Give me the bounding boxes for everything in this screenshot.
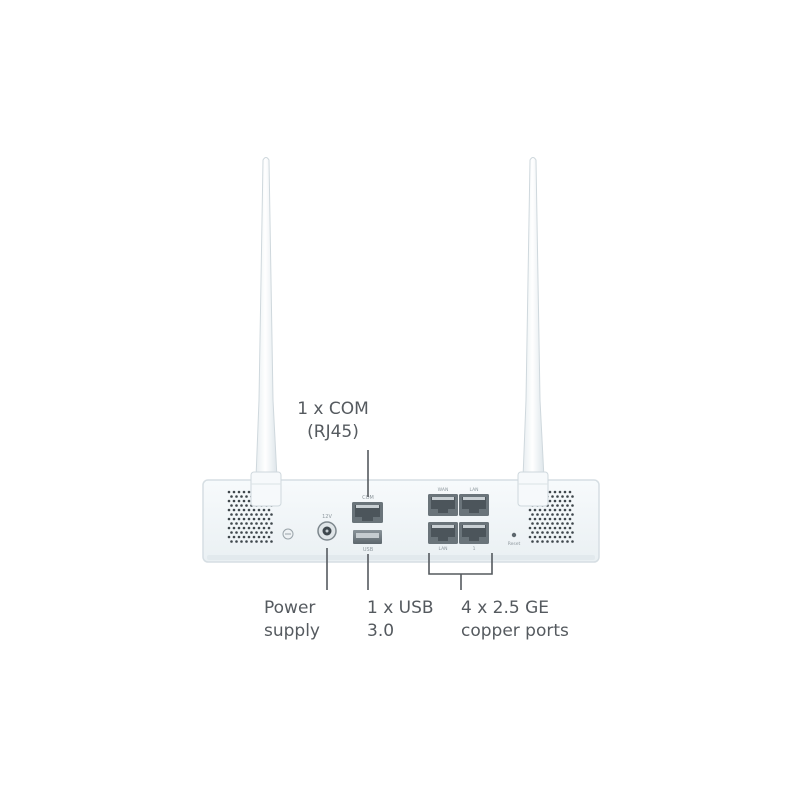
callout-ports-line1: 4 x 2.5 GE xyxy=(461,598,550,618)
ethernet-port: LAN xyxy=(459,487,489,516)
ethernet-port-label: LAN xyxy=(469,487,478,493)
ethernet-port: WAN xyxy=(428,487,458,516)
callout-power-line2: supply xyxy=(264,621,320,641)
callout-power-supply: Power supply xyxy=(264,597,320,643)
callout-power-line1: Power xyxy=(264,598,316,618)
callout-com-line1: 1 x COM xyxy=(297,399,369,419)
usb-port-label: USB xyxy=(363,547,374,553)
callout-usb-line1: 1 x USB xyxy=(367,598,434,618)
power-connector: 12V xyxy=(317,514,337,541)
callout-usb-line2: 3.0 xyxy=(367,621,395,641)
callout-com-port: 1 x COM (RJ45) xyxy=(293,398,373,444)
ground-screw-icon xyxy=(282,528,294,540)
ethernet-port-label: WAN xyxy=(438,487,449,493)
ethernet-port-label: 1 xyxy=(473,546,476,552)
appliance-body xyxy=(202,479,600,563)
callout-com-line2: (RJ45) xyxy=(307,422,359,442)
antenna-left xyxy=(250,157,282,507)
reset-button: Reset xyxy=(508,532,521,547)
ethernet-port-label: LAN xyxy=(438,546,447,552)
com-rj45-port: COM xyxy=(352,495,383,523)
callout-copper-ports: 4 x 2.5 GE copper ports xyxy=(461,597,569,643)
callout-usb: 1 x USB 3.0 xyxy=(367,597,434,643)
power-port-label: 12V xyxy=(322,514,332,520)
ethernet-ports: WAN LAN LAN 1 xyxy=(428,487,489,552)
vent-grille-left xyxy=(227,490,273,543)
reset-label: Reset xyxy=(508,541,521,547)
ethernet-port: 1 xyxy=(459,522,489,552)
callout-ports-line2: copper ports xyxy=(461,621,569,641)
com-port-label: COM xyxy=(362,495,374,501)
leader-lines xyxy=(326,450,493,590)
usb-port: USB xyxy=(353,530,382,553)
ethernet-port: LAN xyxy=(428,522,458,552)
antenna-right xyxy=(517,157,549,507)
